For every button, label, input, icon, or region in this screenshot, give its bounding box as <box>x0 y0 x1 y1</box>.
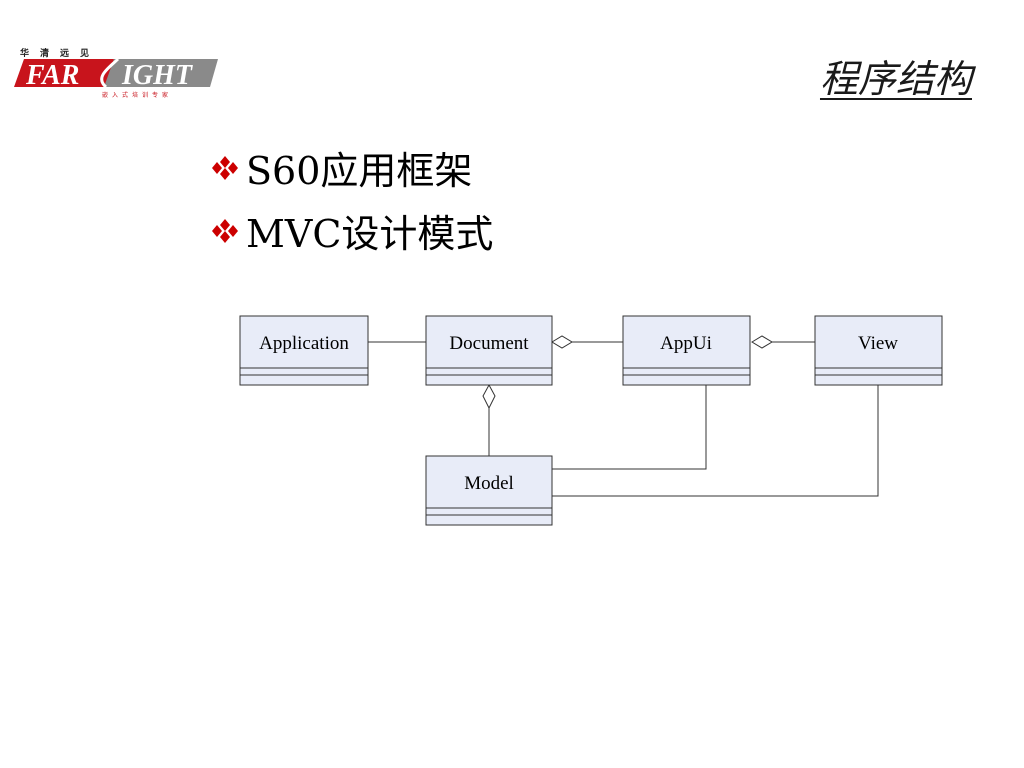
logo-mark: FAR IGHT <box>14 57 218 89</box>
logo-bottom-text: 嵌入式培训专家 <box>102 92 173 99</box>
class-name: Document <box>449 333 529 354</box>
relation-view-model <box>552 385 879 497</box>
aggregation-diamond-document <box>551 335 573 349</box>
class-name: Application <box>259 333 349 354</box>
class-box-view: View <box>814 315 943 386</box>
aggregation-diamond-document-bottom <box>482 383 496 410</box>
diamond-four-icon <box>212 218 238 243</box>
class-box-document: Document <box>425 315 553 386</box>
class-box-model: Model <box>425 455 553 526</box>
class-box-appui: AppUi <box>622 315 751 386</box>
logo-left-text: FAR <box>25 60 79 89</box>
bullet-item-mvc: MVC设计模式 <box>208 203 493 258</box>
slide-title: 程序结构 <box>819 57 972 101</box>
diamond-four-icon <box>212 155 238 180</box>
company-logo: 华清远见 FAR IGHT 嵌入式培训专家 <box>14 46 219 102</box>
class-name: AppUi <box>660 333 712 354</box>
logo-right-text: IGHT <box>121 60 194 89</box>
class-box-application: Application <box>239 315 369 386</box>
bullet-item-s60: S60应用框架 <box>208 140 472 195</box>
class-name: View <box>858 333 898 354</box>
bullet-text: S60应用框架 <box>246 149 473 193</box>
class-name: Model <box>464 473 514 494</box>
logo-top-text: 华清远见 <box>20 49 101 59</box>
bullet-text: MVC设计模式 <box>246 212 494 256</box>
aggregation-diamond-appui <box>751 335 773 349</box>
relation-appui-model <box>552 385 707 470</box>
